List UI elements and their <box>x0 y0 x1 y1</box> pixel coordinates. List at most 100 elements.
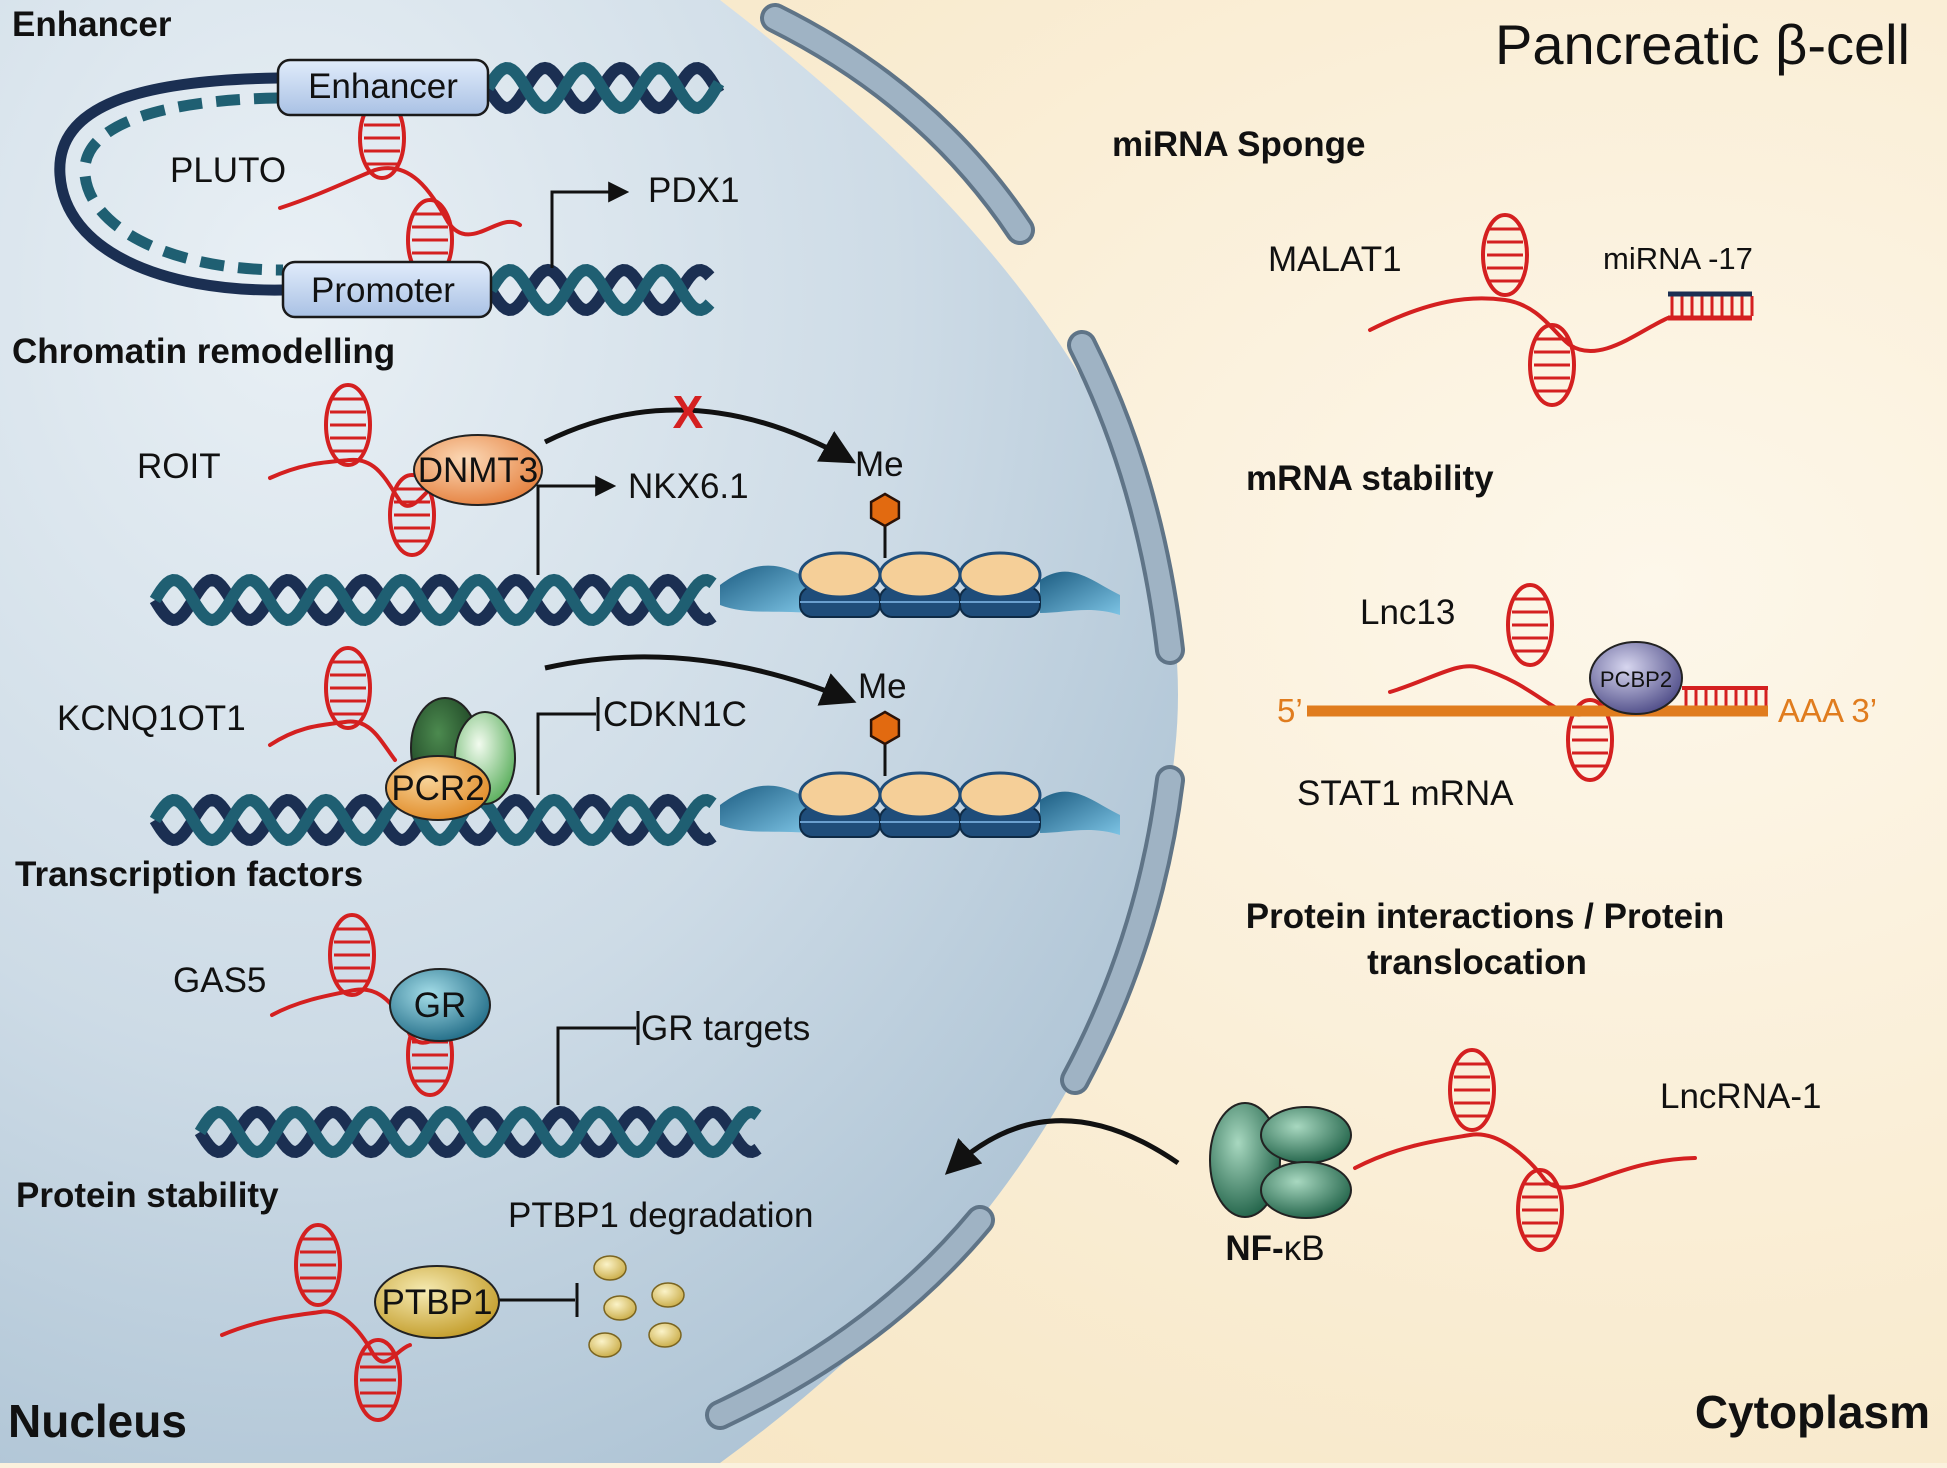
malat1-label: MALAT1 <box>1268 240 1402 279</box>
gr-factor <box>389 968 491 1042</box>
gr-repression-path <box>556 1026 636 1105</box>
malat1-lncrna-strand <box>1368 296 1670 353</box>
lncrna1-strand-strand <box>1353 1132 1697 1190</box>
mrna-stability-heading: mRNA stability <box>1246 459 1494 498</box>
ptbp1-fragment <box>648 1322 682 1348</box>
protein-interactions-heading-1: Protein interactions / Protein <box>1246 897 1724 936</box>
cdkn1c-label: CDKN1C <box>603 695 747 734</box>
figure-title: Pancreatic β-cell <box>1495 13 1910 76</box>
lncrna1-label: LncRNA-1 <box>1660 1077 1821 1116</box>
lncrna1-strand-hairpin-2-loop <box>1516 1168 1564 1252</box>
cdkn1c-dna-strand-b <box>149 793 717 847</box>
gr-label: GR <box>414 986 467 1025</box>
lnc13-lncrna <box>1388 583 1627 782</box>
chromatin-bottom-left-tail <box>720 785 810 833</box>
mirna-sponge-heading: miRNA Sponge <box>1112 125 1365 164</box>
chromatin-bottom-right-tail <box>1040 791 1120 835</box>
lncrna1-strand <box>1353 1048 1697 1252</box>
enhancer-box <box>276 58 490 117</box>
chromatin-top-histone-top <box>798 551 882 599</box>
nfkb-label-prefix: NF- <box>1225 1229 1283 1268</box>
cdkn1c-repression-path <box>536 712 596 795</box>
ptbp1-fragment <box>593 1255 627 1281</box>
kcnq1ot1-lncrna-strand <box>268 719 397 762</box>
methyl-mark-top <box>869 492 901 558</box>
methyl-mark-bottom-hexagon <box>869 710 901 746</box>
lncrna1-strand-hairpin-1 <box>1448 1048 1496 1132</box>
ptbp1-degradation-label: PTBP1 degradation <box>508 1196 813 1235</box>
methyl-mark-top-hexagon <box>869 492 901 528</box>
nfkb-label-greek: κ <box>1284 1229 1302 1268</box>
roit-lncrna-hairpin-1-loop <box>324 383 372 467</box>
malat1-lncrna-hairpin-1-loop <box>1481 213 1529 297</box>
gr-targets-dna-strand-b <box>194 1105 762 1159</box>
enhancer-dna-bottom <box>485 263 715 317</box>
ptbp1-fragment <box>651 1282 685 1308</box>
ptbp1-lncrna-hairpin-1 <box>294 1223 342 1307</box>
enhancer-box-label: Enhancer <box>308 67 458 106</box>
pdx1-label: PDX1 <box>648 171 739 210</box>
nfkb-label: NF-κB <box>1225 1229 1324 1268</box>
ptbp1-protein <box>374 1265 500 1339</box>
me-label-2: Me <box>858 667 907 706</box>
pcr2-label: PCR2 <box>391 769 484 808</box>
enhancer-dna-loop <box>54 72 284 296</box>
ptbp1-lncrna-hairpin-2 <box>354 1338 402 1422</box>
mirna17-label: miRNA -17 <box>1603 241 1753 276</box>
gr-targets-label: GR targets <box>641 1009 810 1048</box>
nfkb-subunit-top <box>1260 1106 1352 1164</box>
ptbp1-lncrna <box>220 1223 412 1422</box>
cytoplasm-label: Cytoplasm <box>1695 1386 1930 1438</box>
nkx61-dna-strand-b <box>149 573 717 627</box>
gas5-label: GAS5 <box>173 961 266 1000</box>
malat1-lncrna-hairpin-2 <box>1528 323 1576 407</box>
kcnq1ot1-lncrna-hairpin-1-loop <box>324 646 372 730</box>
methyl-mark-bottom <box>869 710 901 776</box>
ptbp1-label: PTBP1 <box>382 1283 493 1322</box>
pcbp2-label: PCBP2 <box>1600 667 1672 692</box>
malat1-lncrna-hairpin-1 <box>1481 213 1529 297</box>
promoter-box-label: Promoter <box>311 271 455 310</box>
protein-stability-heading: Protein stability <box>16 1176 279 1215</box>
five-prime-label: 5’ <box>1277 692 1303 729</box>
malat1-lncrna-hairpin-2-loop <box>1528 323 1576 407</box>
kcnq1ot1-lncrna-hairpin-1 <box>324 646 372 730</box>
malat1-lncrna <box>1368 213 1670 407</box>
nfkb-subunit-bottom <box>1260 1161 1352 1219</box>
kcnq1ot1-label: KCNQ1OT1 <box>57 699 246 738</box>
gr-targets-dna <box>194 1105 762 1159</box>
lncrna1-strand-hairpin-1-loop <box>1448 1048 1496 1132</box>
chromatin-heading: Chromatin remodelling <box>12 332 395 371</box>
lnc13-lncrna-hairpin-1-loop <box>1506 583 1554 667</box>
transcription-heading: Transcription factors <box>15 855 363 894</box>
ptbp1-fragments <box>588 1255 685 1358</box>
lnc13-lncrna-hairpin-1 <box>1506 583 1554 667</box>
nkx61-dna <box>149 573 717 627</box>
chromatin-bottom-histone-top <box>878 771 962 819</box>
pcr2-methylation-arrow <box>544 654 857 706</box>
nkx61-label: NKX6.1 <box>628 467 749 506</box>
stat1-mrna-label: STAT1 mRNA <box>1297 774 1514 813</box>
enhancer-dna-bottom-strand-b <box>485 263 715 317</box>
ptbp1-lncrna-strand <box>220 1309 412 1364</box>
lnc13-label: Lnc13 <box>1360 593 1455 632</box>
enhancer-heading: Enhancer <box>12 5 172 44</box>
lnc13-lncrna-hairpin-2-loop <box>1566 698 1614 782</box>
ptbp1-fragment <box>603 1295 637 1321</box>
roit-lncrna-hairpin-1 <box>324 383 372 467</box>
nkx61-activation-arrow <box>536 475 617 575</box>
gas5-lncrna-hairpin-1-loop <box>328 913 376 997</box>
kcnq1ot1-lncrna <box>268 646 397 762</box>
mirna17-pairing <box>1668 296 1754 321</box>
pcr2-enzyme <box>385 755 491 821</box>
dnmt3-label: DNMT3 <box>418 451 539 490</box>
enhancer-loop-strand-a <box>54 72 284 296</box>
chromatin-top-histone-top <box>878 551 962 599</box>
gas5-lncrna-hairpin-1 <box>328 913 376 997</box>
nucleus-label: Nucleus <box>8 1395 187 1447</box>
chromatin-bottom-histone-top <box>798 771 882 819</box>
promoter-box <box>281 260 493 319</box>
enhancer-dna-top-strand-b <box>482 61 725 115</box>
roit-lncrna <box>268 383 442 557</box>
nucleus-region <box>0 0 1178 1463</box>
